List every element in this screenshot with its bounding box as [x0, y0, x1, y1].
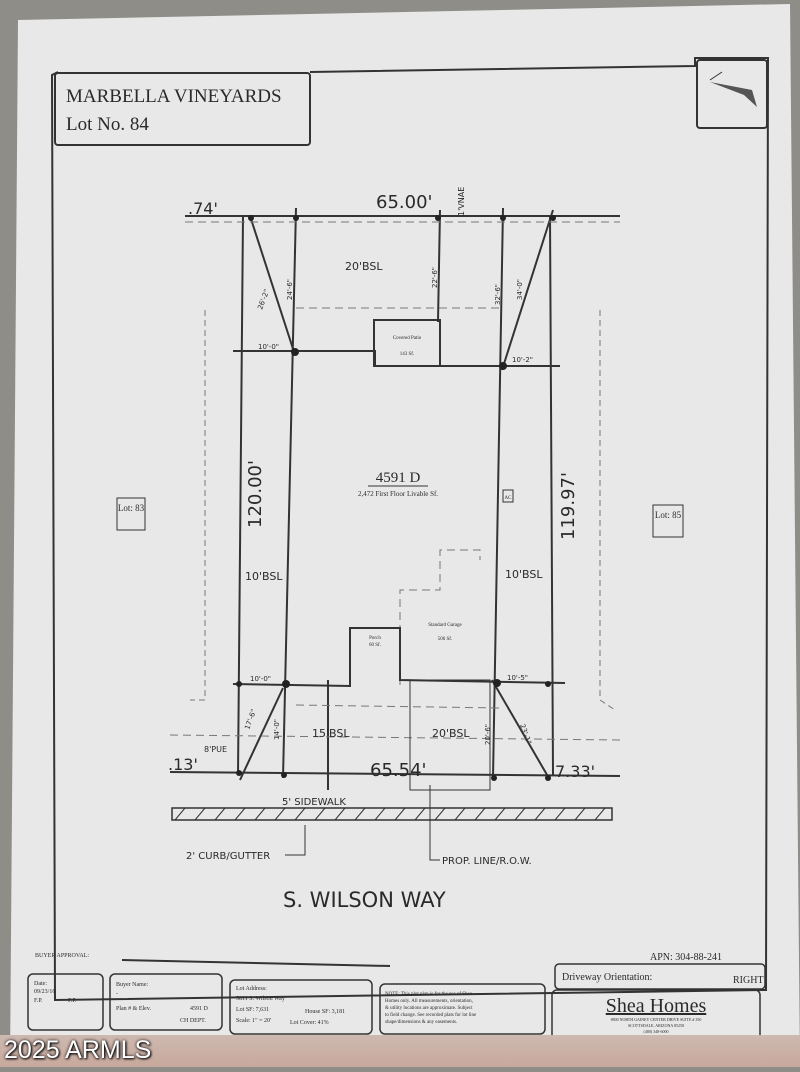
house-footprint: [232, 319, 566, 791]
buyer-approval-label: BUYER APPROVAL:: [35, 953, 89, 959]
date-label: Date:: [34, 981, 47, 987]
lot-number: Lot No. 84: [66, 114, 149, 135]
lot-85: Lot: 85: [655, 510, 682, 520]
watermark: 2025 ARMLS: [4, 1036, 152, 1064]
front-bsl-right: 20'BSL: [432, 727, 470, 740]
corner-markers: [236, 215, 556, 781]
porch-area: 60 Sf.: [369, 643, 381, 648]
rear-bsl: 20'BSL: [345, 260, 383, 273]
front-left-side: 10'-0": [250, 675, 271, 683]
front-width: 65.54': [370, 760, 426, 781]
north-arrow-icon: [696, 59, 768, 129]
driveway-value: RIGHT: [733, 975, 764, 986]
patio-area: 143 Sf.: [400, 352, 414, 357]
lot-83: Lot: 83: [118, 503, 145, 513]
garage-name: Standard Garage: [428, 623, 462, 628]
curb-label: 2' CURB/GUTTER: [186, 851, 270, 862]
lot-cover: Lot Cover: 41%: [290, 1020, 329, 1026]
ac-unit: AC: [505, 496, 513, 501]
paper: [10, 4, 800, 1067]
footer: BUYER APPROVAL: APN: 304-88-241 Driveway…: [27, 952, 766, 1043]
fp-1: F.P.: [34, 998, 43, 1004]
title-block: MARBELLA VINEYARDS Lot No. 84: [54, 72, 311, 146]
sidewalk-label: 5' SIDEWALK: [282, 797, 346, 808]
company-city: SCOTTSDALE, ARIZONA 85258: [628, 1023, 684, 1029]
front-right-partial: 7.33': [555, 762, 595, 781]
date-value: 09/23/16: [34, 989, 55, 995]
note-line: & utility locations are approximate. Sub…: [385, 1006, 473, 1011]
buyer-name-label: Buyer Name:: [116, 982, 148, 988]
left-depth: 120.00': [245, 460, 266, 528]
company-phone: (480) 348-6000: [644, 1029, 669, 1034]
buyer-name-value: -: [116, 991, 118, 997]
fp-2: F.P.: [68, 998, 77, 1004]
livable-area: 2,472 First Floor Livable Sf.: [358, 490, 438, 498]
scale: Scale: 1" = 20': [236, 1018, 271, 1024]
pue-label: 8'PUE: [204, 745, 227, 754]
lot-address: 5811 S. Wilson Way: [236, 996, 285, 1002]
apn: APN: 304-88-241: [650, 952, 722, 963]
neighbor-lots: Lot: 83 Lot: 85: [116, 497, 684, 538]
rear-left-setback: 24'-6": [286, 279, 294, 300]
house-sf: House SF: 3,181: [305, 1009, 345, 1015]
street: 5' SIDEWALK 2' CURB/GUTTER PROP. LINE/R.…: [171, 785, 613, 912]
company-logo: Shea Homes: [606, 995, 707, 1017]
subdivision-name: MARBELLA VINEYARDS: [66, 86, 282, 107]
company-address: 8800 NORTH GAINEY CENTER DRIVE SUITE # 3…: [611, 1017, 702, 1022]
setback-lines: [169, 221, 621, 741]
lot-address-label: Lot Address:: [236, 986, 267, 992]
front-left-partial: .13': [168, 755, 198, 774]
garage-area: 506 Sf.: [438, 637, 452, 642]
rear-right-side: 10'-2": [512, 356, 533, 364]
lot-sf: Lot SF: 7,631: [236, 1007, 269, 1013]
patio-name: Covered Patio: [393, 336, 422, 341]
rear-width: 65.00': [376, 192, 432, 213]
outer-border: [50, 57, 770, 1002]
rear-left-partial: .74': [188, 199, 218, 218]
finger-shadow: [0, 1035, 800, 1067]
vnae-label: 1'VNAE: [457, 187, 466, 216]
note-line: to field change. See recorded plats for …: [385, 1013, 477, 1018]
dept: CH DEPT.: [180, 1018, 206, 1024]
house-labels: 4591 D 2,472 First Floor Livable Sf. Cov…: [358, 336, 514, 648]
neighbor-outlines: [190, 310, 616, 711]
left-bsl: 10'BSL: [245, 570, 283, 583]
front-right-side: 10'-5": [507, 674, 528, 682]
plan-number: 4591 D: [376, 470, 421, 486]
right-depth: 119.97': [558, 472, 579, 540]
rear-right-diag: 34'-0": [516, 279, 524, 300]
plan-elev-label: Plan # & Elev.: [116, 1006, 151, 1012]
driveway-label: Driveway Orientation:: [562, 972, 652, 983]
right-bsl: 10'BSL: [505, 568, 543, 581]
street-name: S. WILSON WAY: [283, 888, 446, 912]
note-line: Homes only. All measurements, orientatio…: [385, 999, 473, 1004]
note-line: NOTE: This plot plan is for the use of S…: [385, 992, 473, 997]
front-left-setback: 14'-0": [273, 719, 281, 740]
front-bsl-left: 15'BSL: [312, 727, 350, 740]
front-right-setback: 20'-6": [484, 724, 492, 745]
row-label: PROP. LINE/R.O.W.: [442, 856, 532, 867]
note-line: shape/dimensions & any easements.: [385, 1020, 457, 1025]
rear-mid-setback: 22'-6": [431, 267, 439, 288]
rear-right-setback: 32'-6": [494, 284, 502, 305]
porch-name: Porch: [369, 636, 381, 641]
rear-left-side: 10'-0": [258, 343, 279, 351]
plan-elev-value: 4591 D: [190, 1006, 209, 1012]
